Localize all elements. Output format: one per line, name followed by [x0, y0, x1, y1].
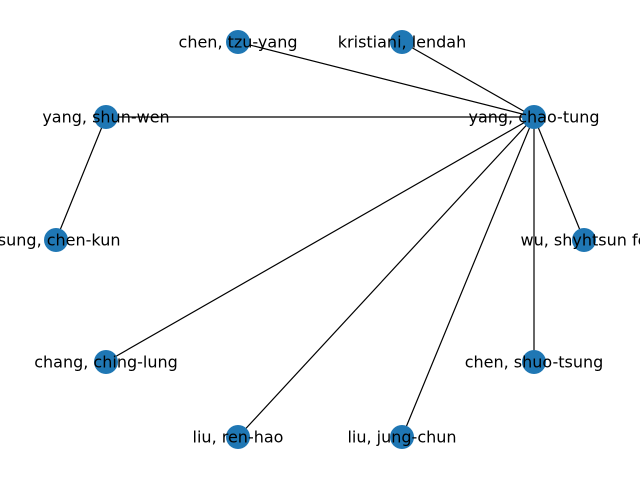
edge-layer	[55, 41, 585, 438]
edge-yang_chao_tung-liu_jung_chun	[401, 116, 535, 438]
node-chen_tzu_yang	[226, 30, 250, 54]
node-label-chang_ching_lung: chang, ching-lung	[34, 353, 178, 372]
node-label-yang_chao_tung: yang, chao-tung	[468, 108, 599, 127]
node-label-yang_shun_wen: yang, shun-wen	[42, 108, 169, 127]
edge-yang_shun_wen-tsung_chen_kun	[55, 116, 107, 241]
node-label-liu_ren_hao: liu, ren-hao	[193, 428, 284, 447]
edge-yang_chao_tung-kristiani_lendah	[401, 41, 535, 118]
edge-yang_chao_tung-liu_ren_hao	[237, 116, 535, 438]
label-layer: yang, chao-tung chen, tzu-yang kristiani, …	[0, 33, 640, 447]
node-tsung_chen_kun	[44, 228, 68, 252]
node-yang_shun_wen	[94, 105, 118, 129]
edge-yang_chao_tung-chen_tzu_yang	[237, 41, 535, 118]
node-layer	[44, 30, 596, 449]
edge-yang_chao_tung-chang_ching_lung	[105, 116, 535, 363]
node-wu_shyhtsun_fe	[572, 228, 596, 252]
node-label-kristiani_lendah: kristiani, lendah	[338, 33, 466, 52]
node-label-liu_jung_chun: liu, jung-chun	[347, 428, 456, 447]
node-chang_ching_lung	[94, 350, 118, 374]
node-liu_ren_hao	[226, 425, 250, 449]
node-chen_shuo_tsung	[522, 350, 546, 374]
node-label-tsung_chen_kun: tsung, chen-kun	[0, 231, 120, 250]
node-liu_jung_chun	[390, 425, 414, 449]
node-yang_chao_tung	[522, 105, 546, 129]
node-kristiani_lendah	[390, 30, 414, 54]
node-label-chen_shuo_tsung: chen, shuo-tsung	[465, 353, 604, 372]
node-label-wu_shyhtsun_fe: wu, shyhtsun fe	[521, 231, 640, 250]
node-label-chen_tzu_yang: chen, tzu-yang	[179, 33, 298, 52]
edge-yang_chao_tung-wu_shyhtsun_fe	[533, 116, 585, 241]
